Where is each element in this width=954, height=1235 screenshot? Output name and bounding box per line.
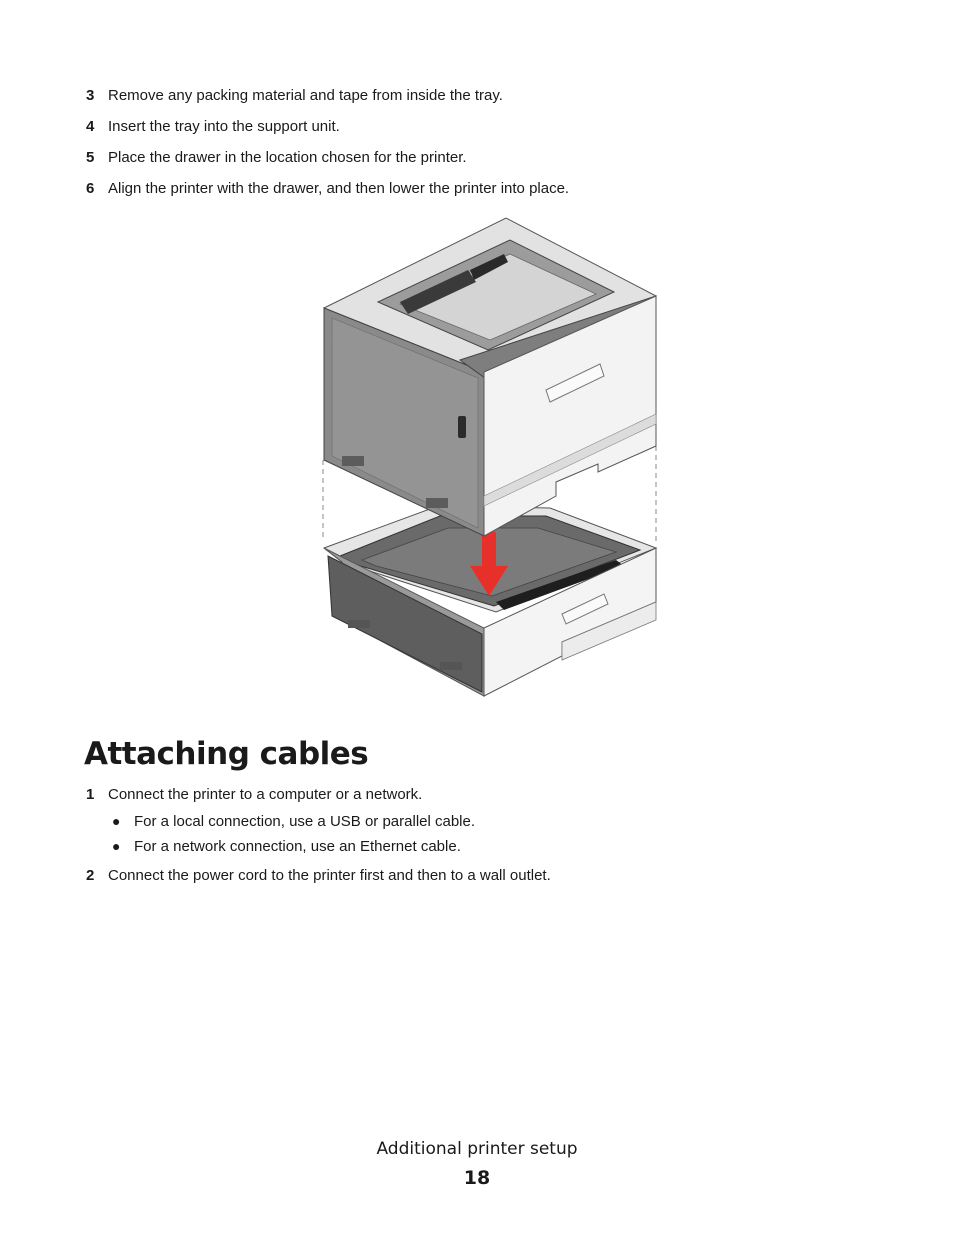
step-number: 2 — [86, 867, 95, 884]
step-number: 4 — [86, 118, 95, 135]
step-text: Connect the printer to a computer or a n… — [108, 786, 423, 803]
bullet-icon: ● — [112, 813, 121, 829]
page-number: 18 — [463, 1167, 491, 1189]
step-text: Align the printer with the drawer, and t… — [108, 180, 570, 197]
step-number: 1 — [86, 786, 95, 803]
bullet-text: For a network connection, use an Etherne… — [134, 838, 461, 855]
bullet-icon: ● — [112, 838, 121, 854]
footer-section-title: Additional printer setup — [376, 1139, 578, 1159]
step-number: 6 — [86, 180, 95, 197]
bullet-text: For a local connection, use a USB or par… — [134, 813, 476, 830]
step-text: Place the drawer in the location chosen … — [108, 149, 467, 166]
bullet-network-connection: ● For a network connection, use an Ethern… — [112, 836, 461, 857]
cable-step-1: 1 Connect the printer to a computer or a … — [86, 785, 422, 805]
step-6: 6 Align the printer with the drawer, and … — [86, 179, 569, 199]
step-4: 4 Insert the tray into the support unit. — [86, 117, 340, 137]
cable-step-2: 2 Connect the power cord to the printer f… — [86, 866, 551, 886]
step-number: 3 — [86, 87, 95, 104]
bullet-local-connection: ● For a local connection, use a USB or pa… — [112, 811, 475, 832]
step-3: 3 Remove any packing material and tape fr… — [86, 86, 503, 106]
step-text: Remove any packing material and tape fro… — [108, 87, 503, 104]
section-heading: Attaching cables — [84, 736, 369, 772]
step-5: 5 Place the drawer in the location chosen… — [86, 148, 467, 168]
step-text: Insert the tray into the support unit. — [108, 118, 340, 135]
step-text: Connect the power cord to the printer fi… — [108, 867, 551, 884]
printer-on-drawer-illustration — [322, 217, 658, 697]
step-number: 5 — [86, 149, 95, 166]
